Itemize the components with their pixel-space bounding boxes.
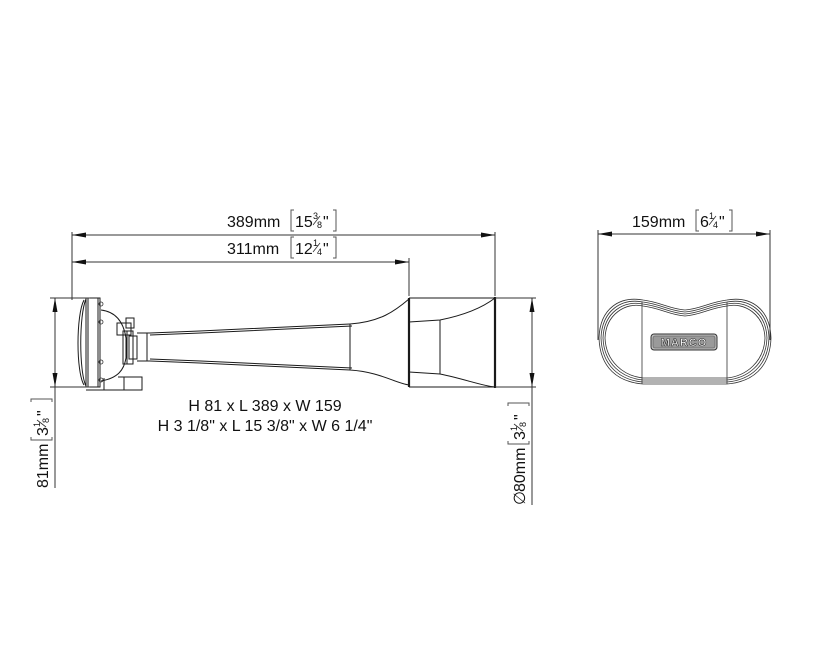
svg-text:": " [323,241,329,258]
label-159mm: 159mm [632,214,685,231]
svg-text:": " [323,214,329,231]
svg-text:8: 8 [317,220,322,230]
label-6-inch: 6 [700,214,709,231]
label-15-inch: 15 [295,214,313,231]
svg-text:4: 4 [317,247,322,257]
svg-text:1: 1 [313,238,318,248]
label-389mm: 389mm [227,214,280,231]
horn-front-view: MARCO [598,298,772,385]
svg-text:1: 1 [32,422,42,427]
label-311mm: 311mm [227,241,279,258]
svg-text:3: 3 [35,427,52,436]
svg-text:1: 1 [709,211,714,221]
dimension-trumpet-length: 311mm 12 1 4 " [72,236,410,296]
label-80mm: 80mm [512,448,529,492]
label-81mm: 81mm [35,444,52,488]
dimension-bell-diameter: ∅ 80mm 3 1 8 " [495,297,536,505]
summary-imperial: H 3 1/8" x L 15 3/8" x W 6 1/4" [157,418,373,435]
svg-text:3: 3 [512,431,529,440]
summary-metric: H 81 x L 389 x W 159 [188,398,342,415]
dimension-width: 159mm 6 1 4 " [597,209,771,340]
label-diameter-symbol: ∅ [512,491,529,505]
svg-text:": " [512,414,529,420]
dimension-overall-length: 389mm 15 3 8 " [71,209,496,300]
svg-text:1: 1 [509,426,519,431]
dimension-height: 81mm 3 1 8 " [30,297,90,488]
marco-logo-text: MARCO [661,337,708,349]
label-12-inch: 12 [295,241,313,258]
horn-side-view [77,297,497,391]
svg-text:3: 3 [313,211,318,221]
svg-text:4: 4 [713,220,718,230]
svg-text:8: 8 [518,422,528,427]
svg-text:8: 8 [41,418,51,423]
svg-text:": " [35,410,52,416]
svg-text:": " [719,214,725,231]
